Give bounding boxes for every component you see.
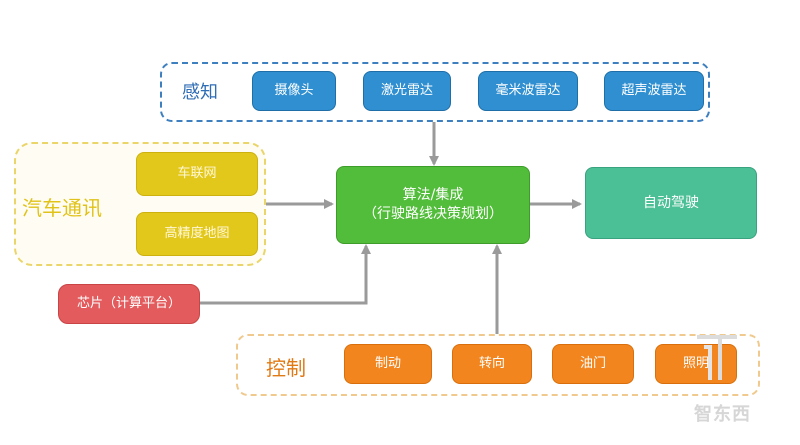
control-group-label: 控制 xyxy=(266,356,306,380)
algorithm-subtitle: （行驶路线决策规划） xyxy=(363,206,503,222)
mmwave-radar-box: 毫米波雷达 xyxy=(478,71,578,111)
hd-map-box: 高精度地图 xyxy=(136,212,258,256)
brake-box: 制动 xyxy=(344,344,432,384)
sensing-group xyxy=(160,62,710,122)
comm-group-label: 汽车通讯 xyxy=(22,196,102,220)
throttle-box: 油门 xyxy=(552,344,634,384)
algorithm-box: 算法/集成 （行驶路线决策规划） xyxy=(336,166,530,244)
lidar-box: 激光雷达 xyxy=(363,71,451,111)
arrow-chip-to-algorithm xyxy=(200,244,371,305)
iov-box: 车联网 xyxy=(136,152,258,196)
ultrasonic-radar-box: 超声波雷达 xyxy=(604,71,704,111)
autodrive-box: 自动驾驶 xyxy=(585,167,757,239)
watermark: 智东西 xyxy=(694,404,751,425)
chip-box: 芯片（计算平台） xyxy=(58,284,200,324)
sensing-group-label: 感知 xyxy=(182,82,218,103)
algorithm-title: 算法/集成 xyxy=(402,187,464,204)
steering-box: 转向 xyxy=(452,344,532,384)
lighting-box: 照明 xyxy=(655,344,737,384)
control-group xyxy=(236,334,760,396)
logo-icon xyxy=(697,335,737,380)
camera-box: 摄像头 xyxy=(252,71,336,111)
